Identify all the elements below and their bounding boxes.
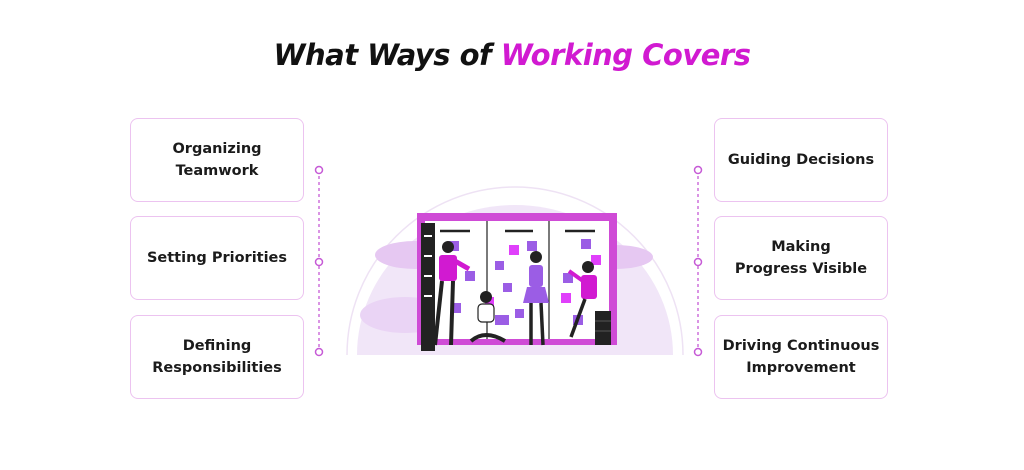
card-label: Defining Responsibilities — [152, 338, 282, 376]
card-making-progress-visible: Making Progress Visible — [714, 216, 888, 300]
card-driving-continuous-improvement: Driving Continuous Improvement — [714, 315, 888, 399]
card-label: Driving Continuous Improvement — [722, 338, 880, 376]
card-guiding-decisions: Guiding Decisions — [714, 118, 888, 202]
dotted-connector-right-icon — [693, 165, 703, 357]
team-board-illustration-icon — [346, 186, 684, 356]
card-defining-responsibilities: Defining Responsibilities — [130, 315, 304, 399]
title-part-plain: What Ways of — [273, 38, 501, 72]
card-label: Making Progress Visible — [734, 239, 868, 277]
card-organizing-teamwork: Organizing Teamwork — [130, 118, 304, 202]
page-title: What Ways of Working Covers — [0, 38, 1024, 72]
title-part-accent: Working Covers — [500, 38, 751, 72]
card-setting-priorities: Setting Priorities — [130, 216, 304, 300]
card-label: Organizing Teamwork — [172, 141, 262, 179]
card-label: Setting Priorities — [146, 250, 288, 266]
card-label: Guiding Decisions — [727, 152, 875, 168]
dotted-connector-left-icon — [314, 165, 324, 357]
